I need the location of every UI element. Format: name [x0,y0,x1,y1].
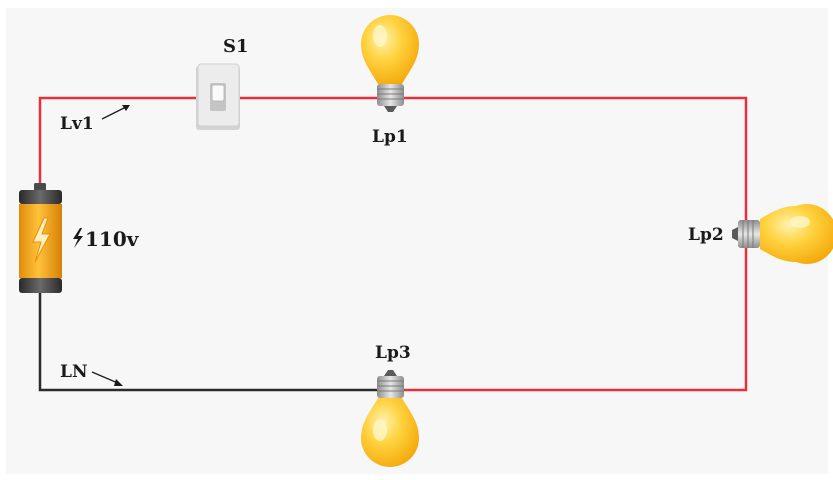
lightning-bolt-icon [73,228,83,248]
neutral-wire [38,292,378,392]
battery-110v[interactable] [19,183,62,293]
switch-label: S1 [223,36,249,57]
lamp-lp3[interactable] [361,370,419,467]
live-wire-segment-top [238,96,748,392]
live-wire-label: Lv1 [60,114,94,134]
lamp-lp1-label: Lp1 [372,127,408,147]
live-wire-arrow [101,105,130,120]
neutral-wire-label: LN [60,362,88,382]
switch-s1[interactable] [196,63,240,130]
lamp-lp2[interactable] [732,204,833,264]
live-wire-segment-left [38,96,200,193]
voltage-label-group: 110v [73,227,140,251]
battery-bolt-icon [32,217,51,263]
battery-voltage-label: 110v [85,227,140,251]
lamp-lp2-label: Lp2 [688,225,724,245]
lamp-lp1[interactable] [361,15,419,112]
lamp-lp3-label: Lp3 [375,343,411,363]
neutral-wire-arrow [91,371,123,386]
diagram-background [6,8,828,474]
